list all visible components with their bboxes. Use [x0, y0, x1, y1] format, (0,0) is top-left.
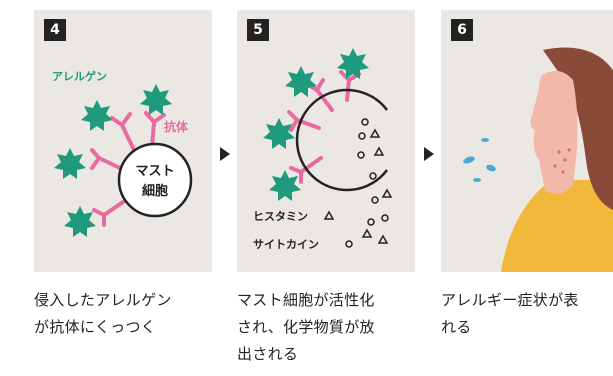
cytokine-label: サイトカイン — [253, 238, 319, 251]
mast-cell-label-line1: マスト — [135, 164, 174, 179]
step-6-panel: 6 — [441, 10, 613, 272]
arrow-right-icon — [220, 147, 230, 161]
arrow-right-icon — [424, 147, 434, 161]
caption-line: 出される — [237, 345, 299, 363]
allergen-icon — [263, 48, 369, 201]
step-number: 4 — [44, 19, 66, 41]
caption-line: され、化学物質が放 — [237, 318, 375, 336]
step-number: 6 — [451, 19, 473, 41]
sneezing-person-icon — [463, 47, 613, 272]
mast-cell-icon — [295, 88, 388, 192]
histamine-label: ヒスタミン — [253, 210, 308, 223]
allergen-label: アレルゲン — [52, 69, 107, 83]
caption-line: アレルギー症状が表 — [441, 291, 579, 309]
triangle-icon — [323, 210, 335, 220]
caption-line: 侵入したアレルゲン — [34, 291, 172, 309]
step-5-panel: 5 ヒスタミン サイトカイン — [237, 10, 415, 272]
step-4-panel: 4 アレルゲン 抗体 マスト 細胞 — [34, 10, 212, 272]
mast-cell-label-line2: 細胞 — [142, 183, 168, 199]
caption-line: れる — [441, 318, 472, 336]
step-5-illustration: ヒスタミン サイトカイン — [253, 48, 393, 251]
caption-line: が抗体にくっつく — [34, 318, 157, 336]
mast-cell-icon — [117, 142, 193, 218]
step-number: 5 — [247, 19, 269, 41]
circle-icon — [345, 240, 353, 248]
step-4-caption: 侵入したアレルゲン が抗体にくっつく — [34, 287, 172, 341]
chemical-markers — [357, 118, 393, 244]
allergen-icon — [54, 84, 172, 237]
antibody-label: 抗体 — [164, 119, 189, 134]
step-4-illustration: アレルゲン 抗体 マスト 細胞 — [52, 69, 193, 237]
step-5-caption: マスト細胞が活性化 され、化学物質が放 出される — [237, 287, 375, 368]
step-6-caption: アレルギー症状が表 れる — [441, 287, 579, 341]
caption-line: マスト細胞が活性化 — [237, 291, 375, 309]
